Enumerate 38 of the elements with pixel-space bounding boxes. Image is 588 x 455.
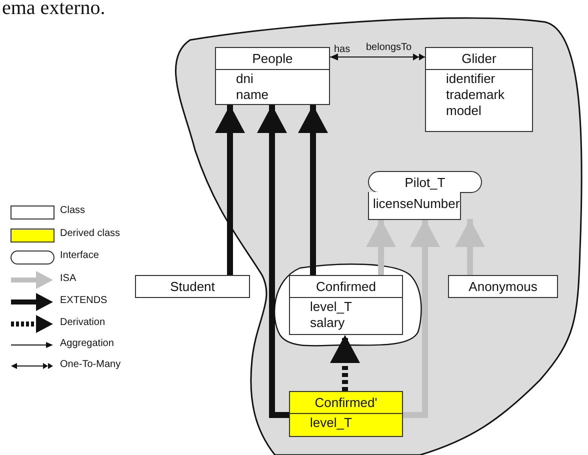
inheritance-arrow	[257, 105, 289, 418]
attribute-list: licenseNumber	[368, 192, 461, 220]
class-name: People	[216, 48, 329, 70]
legend-label: EXTENDS	[60, 295, 108, 306]
class-name: Confirmed'	[290, 392, 402, 414]
class-name: Anonymous	[468, 278, 538, 296]
attribute-list: identifier trademark model	[426, 70, 505, 119]
inheritance-arrow	[366, 219, 396, 275]
class-box	[448, 275, 558, 298]
derived-class-box	[289, 391, 403, 437]
legend-label: Class	[60, 205, 86, 216]
inheritance-arrow	[215, 105, 245, 275]
class-name: Confirmed	[290, 276, 402, 298]
class-box	[289, 275, 403, 335]
class-box	[215, 47, 330, 105]
attribute-list: level_T salary	[290, 298, 352, 331]
legend-label: ISA	[60, 273, 76, 284]
class-name: Pilot_T	[368, 171, 482, 193]
legend-label: Aggregation	[60, 338, 114, 349]
attribute-list: dni name	[216, 70, 269, 103]
association-arrow	[330, 54, 426, 60]
class-box	[425, 47, 533, 132]
class-name: Glider	[426, 48, 532, 70]
class-name: Student	[169, 278, 216, 296]
legend-label: One-To-Many	[60, 359, 121, 370]
inheritance-arrow	[403, 219, 440, 418]
inheritance-arrow	[455, 219, 485, 275]
legend-label: Derived class	[60, 228, 120, 239]
interface-box	[368, 171, 482, 219]
role-label: belongsTo	[366, 42, 412, 53]
legend-label: Derivation	[60, 317, 106, 328]
heading-fragment: ema externo.	[2, 0, 106, 20]
attribute-list: level_T	[290, 414, 352, 431]
class-box	[135, 275, 250, 298]
legend-label: Interface	[60, 250, 99, 261]
role-label: has	[334, 44, 350, 55]
derivation-arrow	[330, 335, 360, 391]
inheritance-arrow	[298, 105, 328, 275]
